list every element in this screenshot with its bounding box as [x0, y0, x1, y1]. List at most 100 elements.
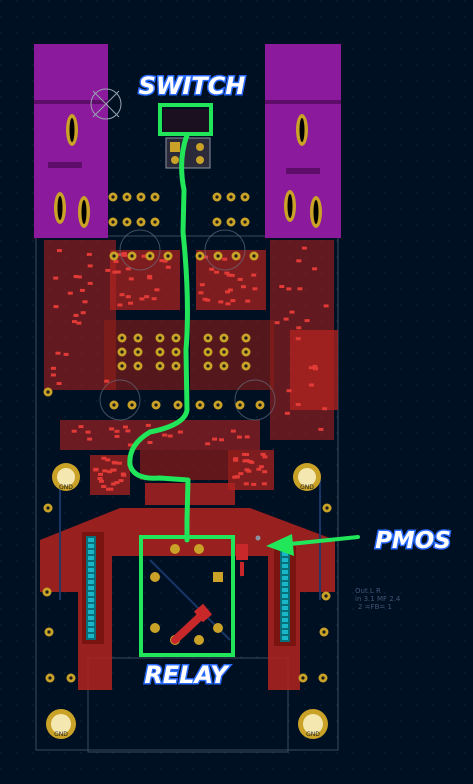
- smd-component: [244, 435, 250, 439]
- smd-component: [209, 267, 215, 271]
- smd-component: [224, 271, 230, 275]
- smd-component: [234, 475, 240, 479]
- smd-component: [50, 366, 56, 370]
- silk-note-line-1: Out L R: [355, 587, 381, 595]
- pad-hole: [125, 220, 129, 224]
- pad-hole: [154, 403, 158, 407]
- header-pin: [88, 592, 94, 596]
- smd-component: [313, 367, 318, 371]
- header-pin: [88, 622, 94, 626]
- pad-hole: [153, 220, 157, 224]
- silk-notes: Out L R in 3.1 MF 2.4 2 =FB= 1: [355, 587, 401, 611]
- smd-component: [230, 429, 236, 433]
- pad-hole: [215, 220, 219, 224]
- pmos-arrow: [266, 534, 360, 556]
- pin-header-left: [86, 536, 96, 640]
- smd-component: [101, 456, 107, 460]
- smd-component: [242, 459, 248, 463]
- smd-component: [227, 288, 233, 292]
- header-pin: [282, 564, 288, 568]
- pad-hole: [139, 220, 143, 224]
- smd-component: [122, 253, 128, 257]
- pad-hole: [158, 336, 162, 340]
- smd-component: [145, 423, 151, 427]
- smd-component: [56, 249, 62, 253]
- pad-hole: [176, 403, 180, 407]
- pad-hole: [229, 195, 233, 199]
- relay-footprint: [150, 544, 223, 645]
- smd-component: [295, 337, 301, 341]
- smd-component: [87, 264, 93, 268]
- header-pin: [88, 562, 94, 566]
- smd-component: [322, 407, 328, 411]
- pad-hole: [148, 254, 152, 258]
- pad-hole: [174, 336, 178, 340]
- smd-component: [107, 470, 113, 474]
- smd-component: [312, 267, 318, 271]
- smd-component: [318, 427, 324, 431]
- pad-hole: [229, 220, 233, 224]
- smd-component: [63, 352, 69, 356]
- smd-component: [167, 434, 173, 438]
- smd-component: [86, 252, 92, 256]
- smd-component: [147, 441, 153, 444]
- smd-component: [116, 253, 122, 257]
- pad-hole: [46, 390, 50, 394]
- pmos-component: [236, 535, 261, 576]
- smd-component: [128, 277, 134, 281]
- smd-component: [323, 304, 329, 308]
- gnd-pad-2: GND: [293, 463, 321, 491]
- header-pin: [88, 580, 94, 584]
- smd-component: [159, 259, 165, 263]
- smd-component: [304, 319, 310, 323]
- smd-component: [274, 321, 280, 325]
- header-pin: [282, 588, 288, 592]
- smd-component: [125, 429, 131, 433]
- smd-component: [80, 311, 86, 315]
- pad-hole: [112, 254, 116, 258]
- smd-component: [116, 461, 122, 465]
- smd-component: [114, 434, 120, 438]
- smd-component: [112, 461, 118, 465]
- header-pin: [88, 574, 94, 578]
- header-pin: [282, 570, 288, 574]
- smd-component: [125, 295, 131, 299]
- smd-component: [212, 437, 218, 441]
- smd-component: [147, 276, 153, 280]
- pad-hole: [216, 403, 220, 407]
- pad-hole: [158, 364, 162, 368]
- smd-component: [115, 270, 121, 274]
- gnd-pad-3: GND: [46, 709, 76, 739]
- smd-component: [251, 482, 257, 486]
- pad-hole: [222, 350, 226, 354]
- smd-component: [252, 287, 258, 291]
- smd-component: [289, 310, 295, 314]
- signal-path-highlight: [127, 132, 191, 543]
- smd-component: [260, 452, 266, 456]
- smd-component: [56, 382, 62, 385]
- pad-hole: [325, 506, 329, 510]
- smd-component: [262, 470, 268, 474]
- switch-footprint: [163, 109, 211, 169]
- switch-label: SWITCH: [139, 72, 246, 100]
- smd-component: [101, 485, 107, 488]
- smd-component: [113, 260, 119, 263]
- pad-hole: [206, 364, 210, 368]
- smd-component: [85, 430, 91, 434]
- pad-hole: [120, 364, 124, 368]
- pmos-label: PMOS: [375, 528, 451, 554]
- pad-hole: [252, 254, 256, 258]
- header-pin: [282, 552, 288, 556]
- pad-hole: [321, 676, 325, 680]
- gnd-label: GND: [54, 731, 68, 738]
- header-pin: [282, 558, 288, 562]
- pad-hole: [206, 350, 210, 354]
- smd-component: [87, 437, 93, 441]
- pad-hole: [258, 403, 262, 407]
- smd-component: [106, 487, 111, 491]
- header-pin: [88, 586, 94, 590]
- through-hole-pads: [42, 192, 332, 683]
- smd-component: [225, 302, 231, 306]
- smd-component: [114, 429, 120, 433]
- header-pin: [282, 576, 288, 580]
